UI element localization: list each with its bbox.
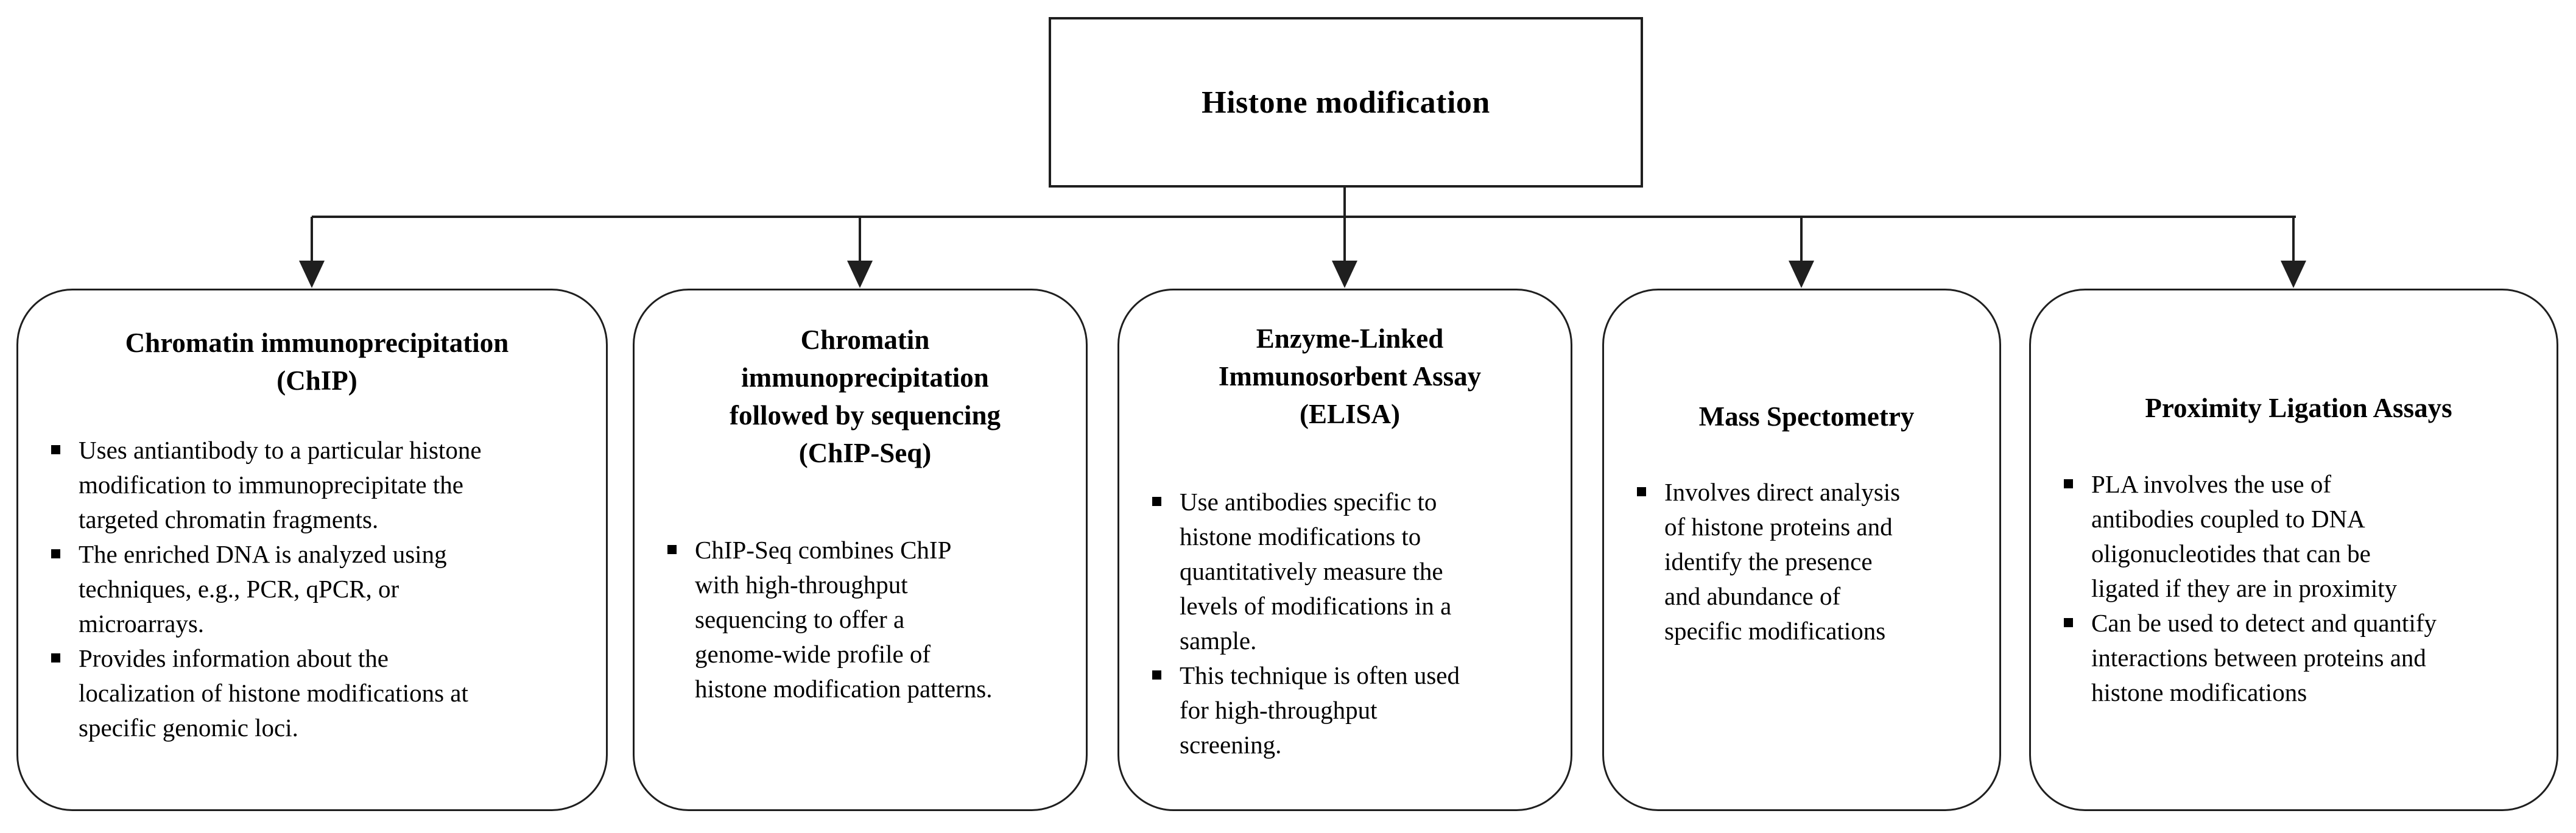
- bullet-text: Use antibodies specific to histone modif…: [1180, 488, 1452, 655]
- node-pla: Proximity Ligation Assays PLA involves t…: [2029, 289, 2558, 811]
- arrow-down-icon: [847, 261, 873, 288]
- node-elisa-title: Enzyme-Linked Immunosorbent Assay (ELISA…: [1218, 323, 1482, 429]
- bullet-square-icon: [1637, 487, 1646, 496]
- root-node-title: Histone modification: [1202, 85, 1490, 120]
- connector-branch-chip: [311, 217, 313, 262]
- connector-root-stub: [1343, 188, 1346, 217]
- connector-horizontal-line: [312, 216, 2296, 218]
- bullet-text: The enriched DNA is analyzed using techn…: [79, 540, 447, 638]
- bullet-square-icon: [51, 653, 60, 663]
- node-mass-spectometry-bullet-list: Involves direct analysis of histone prot…: [1637, 475, 1976, 648]
- connector-branch-chipseq: [859, 217, 861, 262]
- connector-branch-elisa: [1343, 217, 1346, 262]
- arrow-down-icon: [299, 261, 325, 288]
- node-chipseq-bullet-list: ChIP-Seq combines ChIP with high-through…: [667, 533, 1063, 706]
- bullet-text: Uses antiantibody to a particular histon…: [79, 436, 482, 533]
- bullet-square-icon: [1152, 670, 1161, 680]
- bullet-square-icon: [1152, 497, 1161, 506]
- list-item: ChIP-Seq combines ChIP with high-through…: [667, 533, 1063, 706]
- bullet-square-icon: [51, 445, 60, 454]
- arrow-down-icon: [1789, 261, 1814, 288]
- node-chip-bullet-list: Uses antiantibody to a particular histon…: [51, 433, 583, 745]
- list-item: Uses antiantibody to a particular histon…: [51, 433, 583, 537]
- bullet-text: Involves direct analysis of histone prot…: [1664, 478, 1901, 645]
- bullet-text: Provides information about the localizat…: [79, 644, 468, 742]
- node-chipseq-title: Chromatin immunoprecipitation followed b…: [729, 325, 1001, 468]
- list-item: PLA involves the use of antibodies coupl…: [2064, 467, 2533, 606]
- connector-branch-massspec: [1800, 217, 1803, 262]
- node-pla-bullet-list: PLA involves the use of antibodies coupl…: [2064, 467, 2533, 710]
- bullet-square-icon: [2064, 479, 2073, 488]
- list-item: The enriched DNA is analyzed using techn…: [51, 537, 583, 641]
- node-mass-spectometry-title: Mass Spectometry: [1698, 401, 1915, 432]
- node-mass-spectometry: Mass Spectometry Involves direct analysi…: [1602, 289, 2001, 811]
- bullet-text: Can be used to detect and quantify inter…: [2091, 609, 2437, 706]
- bullet-square-icon: [2064, 618, 2073, 627]
- arrow-down-icon: [1332, 261, 1357, 288]
- bullet-text: PLA involves the use of antibodies coupl…: [2091, 470, 2398, 602]
- node-chip-title: Chromatin immunoprecipitation (ChIP): [125, 328, 509, 396]
- list-item: Can be used to detect and quantify inter…: [2064, 606, 2533, 710]
- arrow-down-icon: [2281, 261, 2306, 288]
- node-elisa: Enzyme-Linked Immunosorbent Assay (ELISA…: [1117, 289, 1572, 811]
- bullet-square-icon: [51, 549, 60, 558]
- bullet-text: ChIP-Seq combines ChIP with high-through…: [695, 536, 993, 703]
- node-chip: Chromatin immunoprecipitation (ChIP) Use…: [16, 289, 608, 811]
- bullet-text: This technique is often used for high-th…: [1180, 661, 1460, 759]
- bullet-square-icon: [667, 545, 677, 554]
- root-node-histone-modification: Histone modification: [1049, 17, 1643, 188]
- node-pla-title: Proximity Ligation Assays: [2145, 393, 2452, 423]
- list-item: Provides information about the localizat…: [51, 641, 583, 745]
- node-chipseq: Chromatin immunoprecipitation followed b…: [633, 289, 1088, 811]
- connector-branch-pla: [2292, 217, 2295, 262]
- list-item: Involves direct analysis of histone prot…: [1637, 475, 1976, 648]
- list-item: Use antibodies specific to histone modif…: [1152, 485, 1547, 658]
- node-elisa-bullet-list: Use antibodies specific to histone modif…: [1152, 485, 1547, 762]
- list-item: This technique is often used for high-th…: [1152, 658, 1547, 762]
